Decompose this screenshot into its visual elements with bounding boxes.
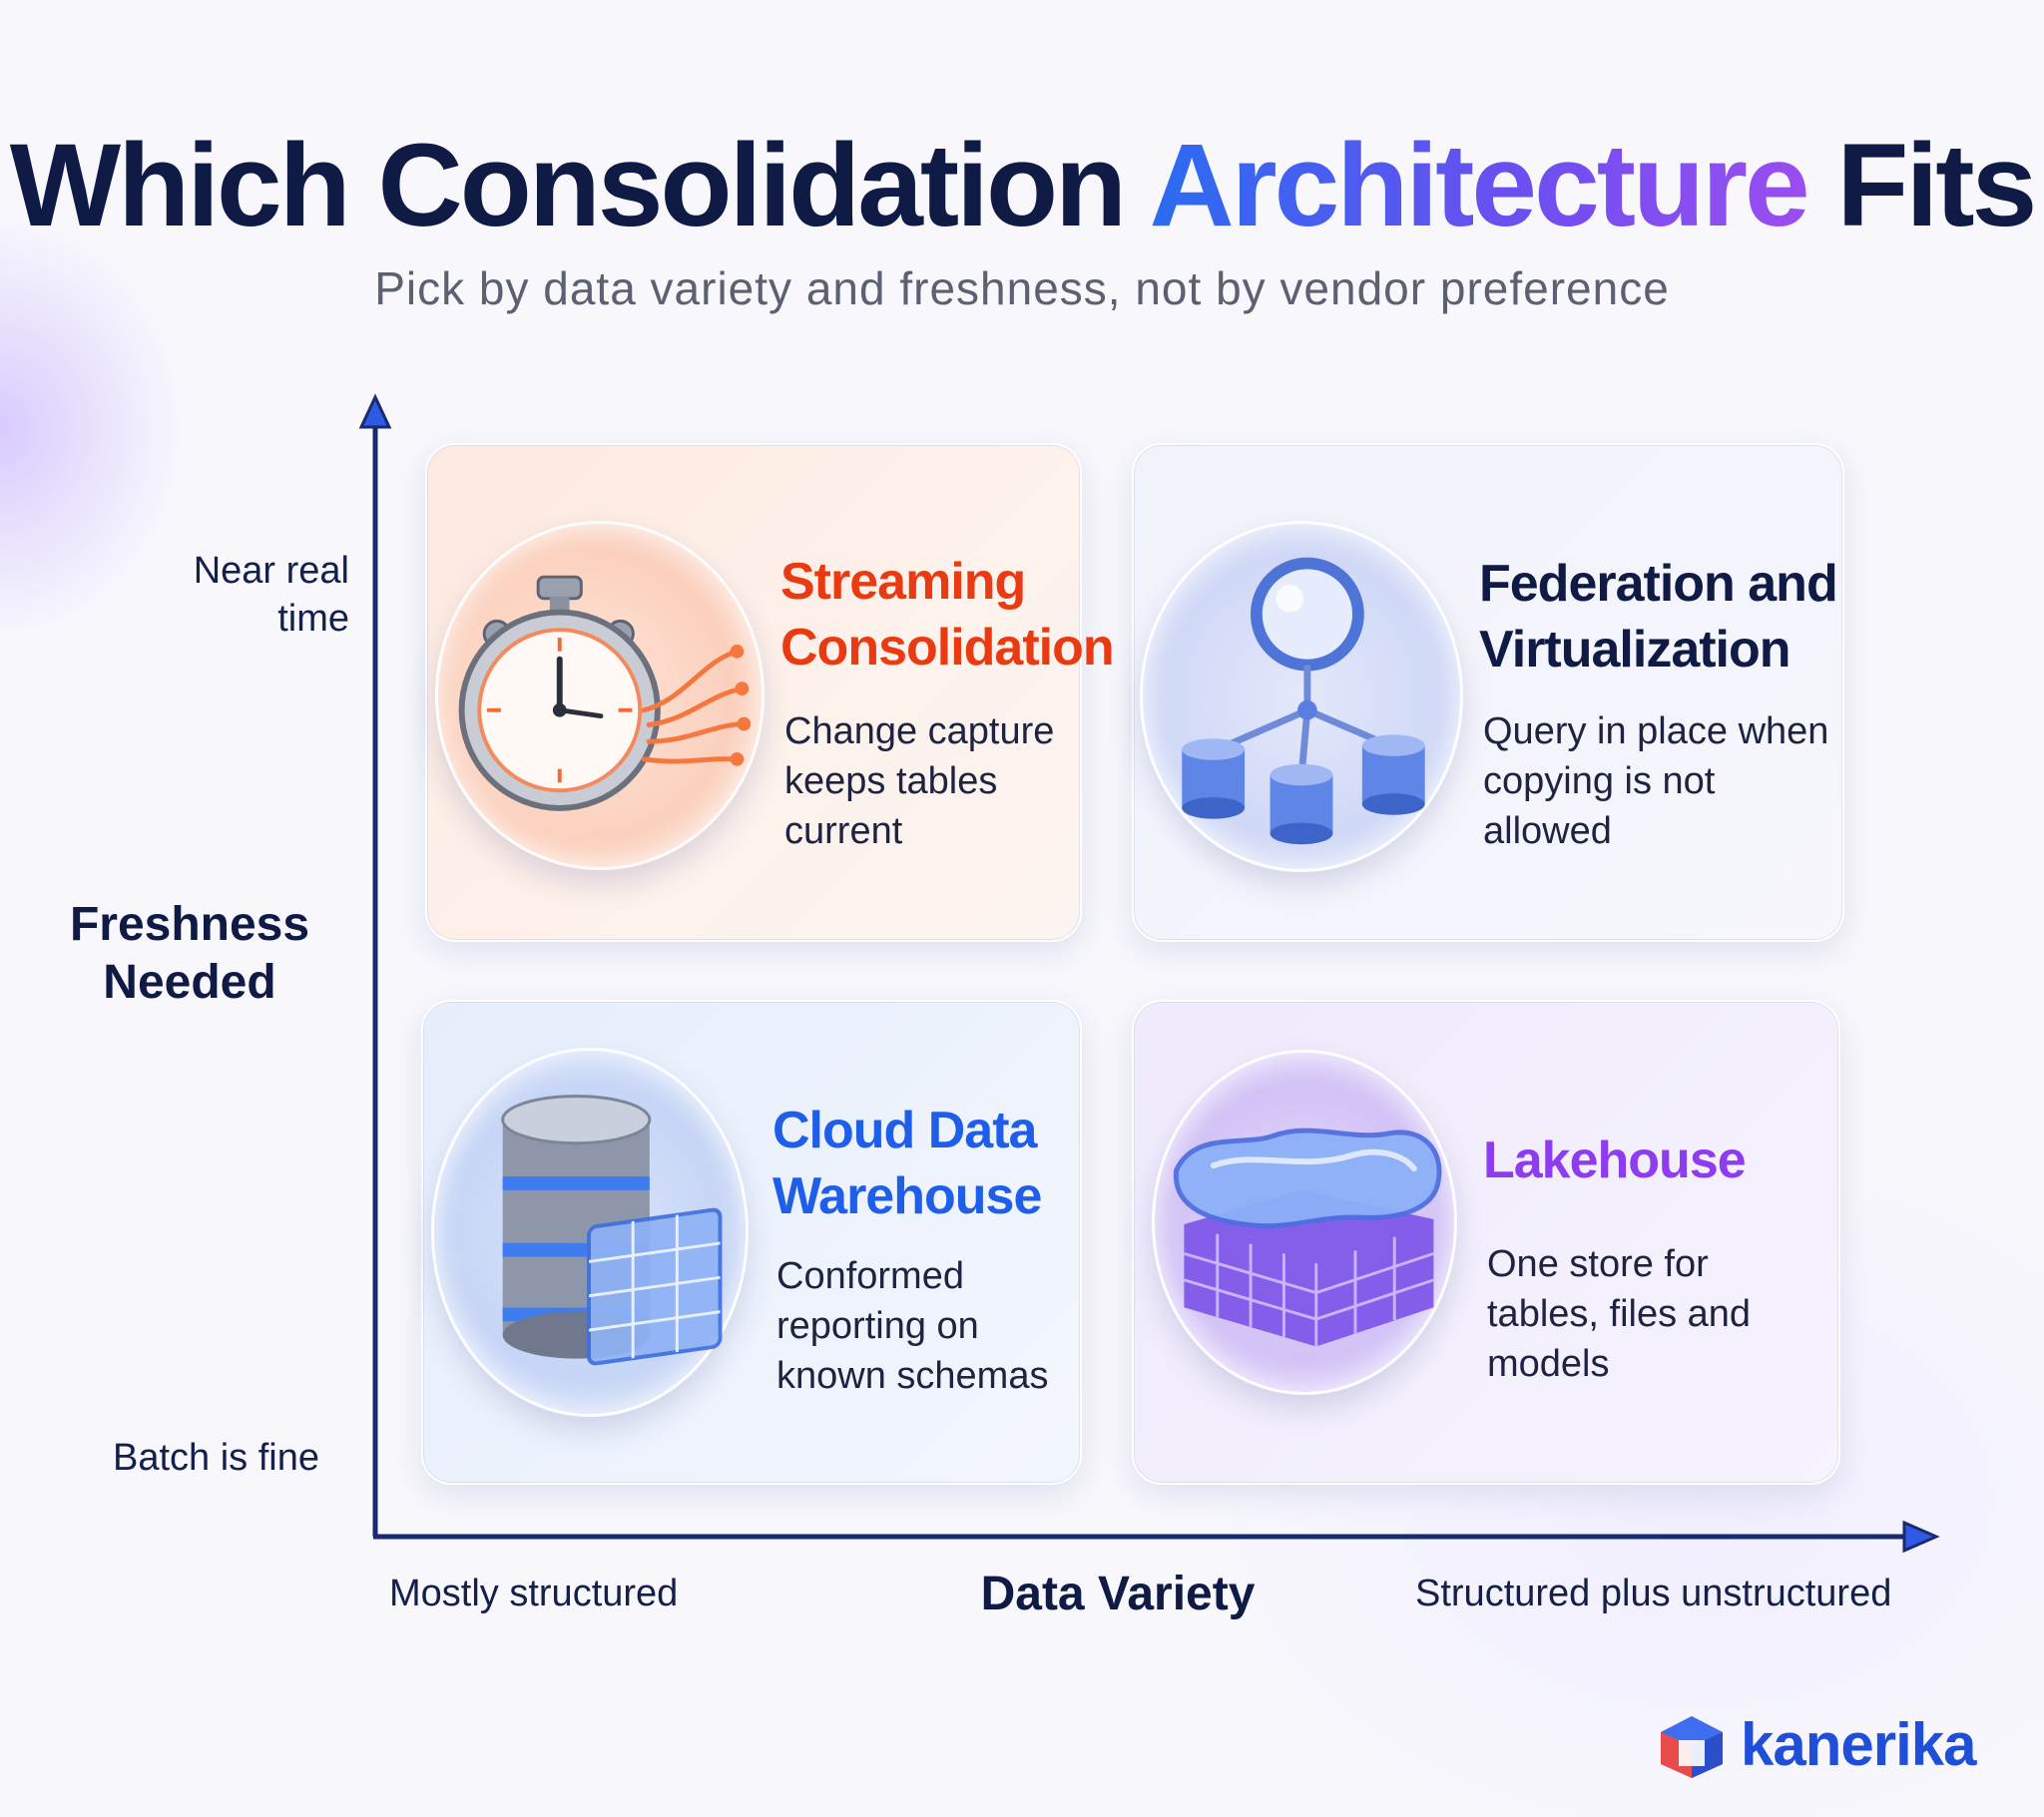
y-axis-title: Freshness Needed [69, 898, 310, 1009]
federated-query-icon [1140, 521, 1463, 872]
database-table-icon [431, 1048, 749, 1417]
quadrant-title: Cloud Data Warehouse [772, 1102, 1042, 1225]
quadrant-description: Conformed reporting on known schemas [776, 1255, 1049, 1397]
quadrant-streaming-consolidation: Streaming Consolidation Change capture k… [425, 443, 1115, 942]
y-axis-top-label: Near real time [193, 550, 349, 640]
title-end: Fits [1836, 120, 2037, 251]
page-subtitle: Pick by data variety and freshness, not … [374, 262, 1670, 314]
quadrant-title: Lakehouse [1483, 1132, 1747, 1189]
x-axis-right-label: Structured plus unstructured [1415, 1573, 1892, 1614]
quadrant-lakehouse: Lakehouse One store for tables, files an… [1132, 1000, 1840, 1485]
x-axis-title: Data Variety [980, 1568, 1256, 1620]
stopwatch-icon [435, 521, 765, 870]
title-main: Which Consolidation [9, 120, 1127, 251]
lake-cube-icon [1152, 1050, 1457, 1395]
page-title: Which Consolidation Architecture Fits [0, 118, 2044, 253]
y-axis-arrow [358, 393, 392, 429]
brand-logo: kanerika [1657, 1710, 1996, 1780]
quadrant-title: Federation and Virtualization [1479, 555, 1838, 679]
brand-name: kanerika [1741, 1711, 1977, 1778]
y-axis-bottom-label: Batch is fine [113, 1437, 319, 1479]
title-accent: Architecture [1149, 120, 1810, 251]
quadrant-description: Change capture keeps tables current [784, 710, 1055, 852]
kanerika-logo-icon [1661, 1716, 1723, 1778]
quadrant-description: One store for tables, files and models [1487, 1243, 1752, 1385]
quadrant-title: Streaming Consolidation [780, 553, 1115, 677]
x-axis-arrow [1902, 1520, 1940, 1554]
x-axis-left-label: Mostly structured [389, 1573, 679, 1614]
quadrant-cloud-data-warehouse: Cloud Data Warehouse Conformed reporting… [421, 1000, 1082, 1485]
quadrant-description: Query in place when copying is not allow… [1483, 710, 1829, 852]
quadrant-federation-virtualization: Federation and Virtualization Query in p… [1132, 443, 1844, 942]
